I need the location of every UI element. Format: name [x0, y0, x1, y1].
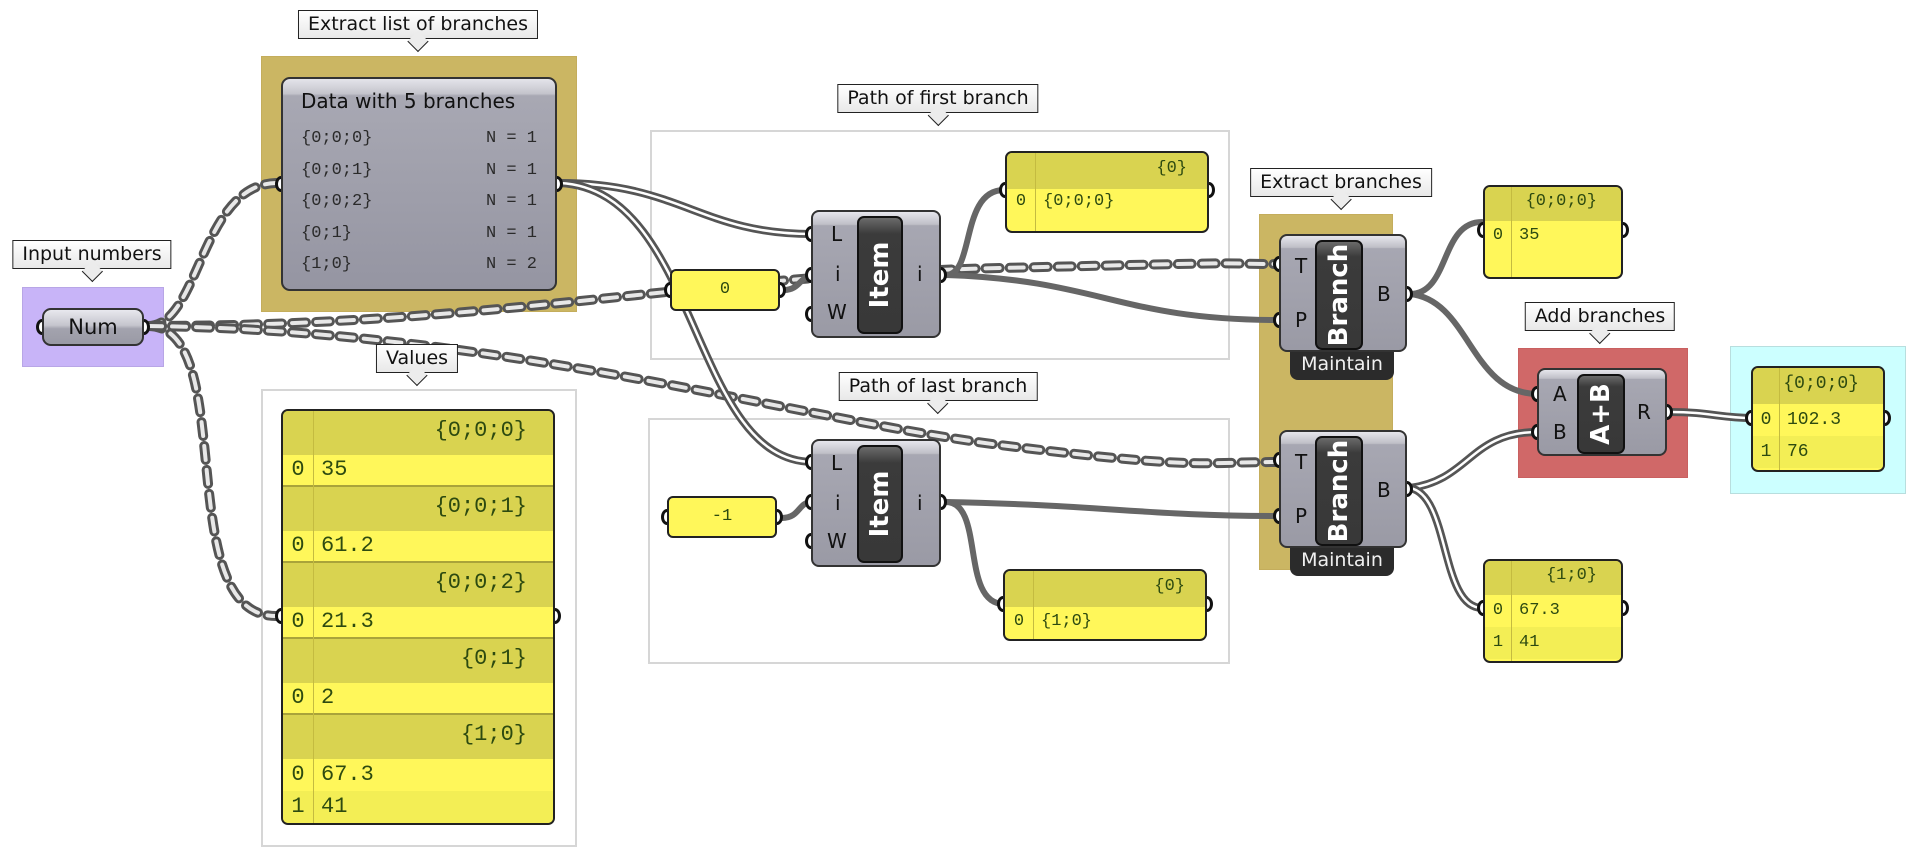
panel-branch-header: {0;1}: [283, 639, 553, 683]
branch-first-maintain-tag: Maintain: [1290, 350, 1394, 380]
param-viewer-row: {0;1}N = 1: [301, 224, 537, 243]
input-label-t: T: [1295, 254, 1308, 278]
path-first-panel-output-grip[interactable]: [1209, 182, 1215, 198]
group-label-path-first: Path of first branch: [837, 84, 1039, 113]
panel-branch-header: {0;0;2}: [283, 563, 553, 607]
output-label-r: R: [1637, 400, 1651, 424]
group-label-extract-list: Extract list of branches: [297, 10, 539, 39]
branch-first-panel-output-grip[interactable]: [1623, 222, 1629, 238]
output-label-i: i: [917, 491, 923, 515]
component-name-bar: Item: [857, 445, 903, 563]
list-item-component-first[interactable]: L i W Item i: [811, 210, 941, 338]
wire-branch1-to-panel: [1407, 219, 1485, 297]
list-item-component-last[interactable]: L i W Item i: [811, 439, 941, 567]
num-input-grip[interactable]: [36, 319, 42, 335]
component-name-bar: Item: [857, 216, 903, 334]
group-label-values: Values: [375, 344, 459, 373]
input-label-i: i: [835, 491, 841, 515]
input-label-w: W: [827, 529, 847, 553]
panel-branch-header: {0}: [1007, 153, 1207, 189]
component-name-bar: Branch: [1315, 240, 1363, 350]
input-label-i: i: [835, 262, 841, 286]
output-label-i: i: [917, 262, 923, 286]
panel-item-row: 0{1;0}: [1013, 612, 1093, 631]
values-panel-output-grip[interactable]: [555, 608, 561, 624]
param-viewer-row: {0;0;0}N = 1: [301, 129, 537, 148]
tree-branch-component-first[interactable]: T P Branch B: [1279, 234, 1407, 352]
index-first-value[interactable]: 0: [670, 269, 780, 311]
panel-branch-header: {0}: [1005, 571, 1205, 607]
num-parameter[interactable]: Num: [42, 308, 144, 346]
panel-branch-header: {0;0;0}: [1485, 187, 1621, 221]
panel-branch-header: {1;0}: [1485, 561, 1621, 595]
addition-component[interactable]: A B A+B R: [1537, 368, 1667, 456]
num-parameter-label: Num: [68, 315, 118, 339]
panel-branch-header: {0;0;0}: [283, 411, 553, 455]
param-viewer[interactable]: Data with 5 branches {0;0;0}N = 1 {0;0;1…: [281, 77, 557, 291]
input-label-a: A: [1553, 382, 1567, 406]
param-viewer-row: {0;0;1}N = 1: [301, 161, 537, 180]
group-label-path-last: Path of last branch: [838, 372, 1038, 401]
path-last-panel-output-grip[interactable]: [1207, 596, 1213, 612]
path-first-panel[interactable]: {0} 0{0;0;0}: [1005, 151, 1209, 233]
input-label-t: T: [1295, 450, 1308, 474]
param-viewer-row: {0;0;2}N = 1: [301, 192, 537, 211]
input-label-l: L: [831, 451, 843, 475]
panel-branch-header: {0;0;1}: [283, 487, 553, 531]
wire-num-to-values: [143, 321, 281, 621]
input-label-l: L: [831, 222, 843, 246]
input-label-p: P: [1295, 308, 1308, 332]
item2-input-w-grip[interactable]: [805, 533, 811, 549]
wire-branch2-to-panel: [1406, 484, 1486, 612]
group-label-extract-branches: Extract branches: [1250, 168, 1432, 197]
branch-last-panel-output-grip[interactable]: [1623, 600, 1629, 616]
input-label-b: B: [1553, 420, 1567, 444]
panel-branch-header: {0;0;0}: [1753, 368, 1883, 404]
index-last-value[interactable]: -1: [667, 496, 777, 538]
input-label-p: P: [1295, 504, 1308, 528]
group-label-input-numbers: Input numbers: [12, 240, 172, 269]
group-label-add-branches: Add branches: [1524, 302, 1676, 331]
tree-branch-component-last[interactable]: T P Branch B: [1279, 430, 1407, 548]
component-name-bar: A+B: [1577, 374, 1625, 454]
branch-last-maintain-tag: Maintain: [1290, 546, 1394, 576]
component-name-bar: Branch: [1315, 436, 1363, 546]
path-last-panel[interactable]: {0} 0{1;0}: [1003, 569, 1207, 641]
input-label-w: W: [827, 300, 847, 324]
result-panel-output-grip[interactable]: [1885, 410, 1891, 426]
panel-branch-header: {1;0}: [283, 715, 553, 759]
output-label-b: B: [1377, 282, 1391, 306]
param-viewer-row: {1;0}N = 2: [301, 255, 537, 274]
output-label-b: B: [1377, 478, 1391, 502]
panel-item-row: 0{0;0;0}: [1015, 192, 1115, 211]
index-last-input-grip[interactable]: [661, 509, 667, 525]
param-viewer-title: Data with 5 branches: [301, 89, 516, 113]
